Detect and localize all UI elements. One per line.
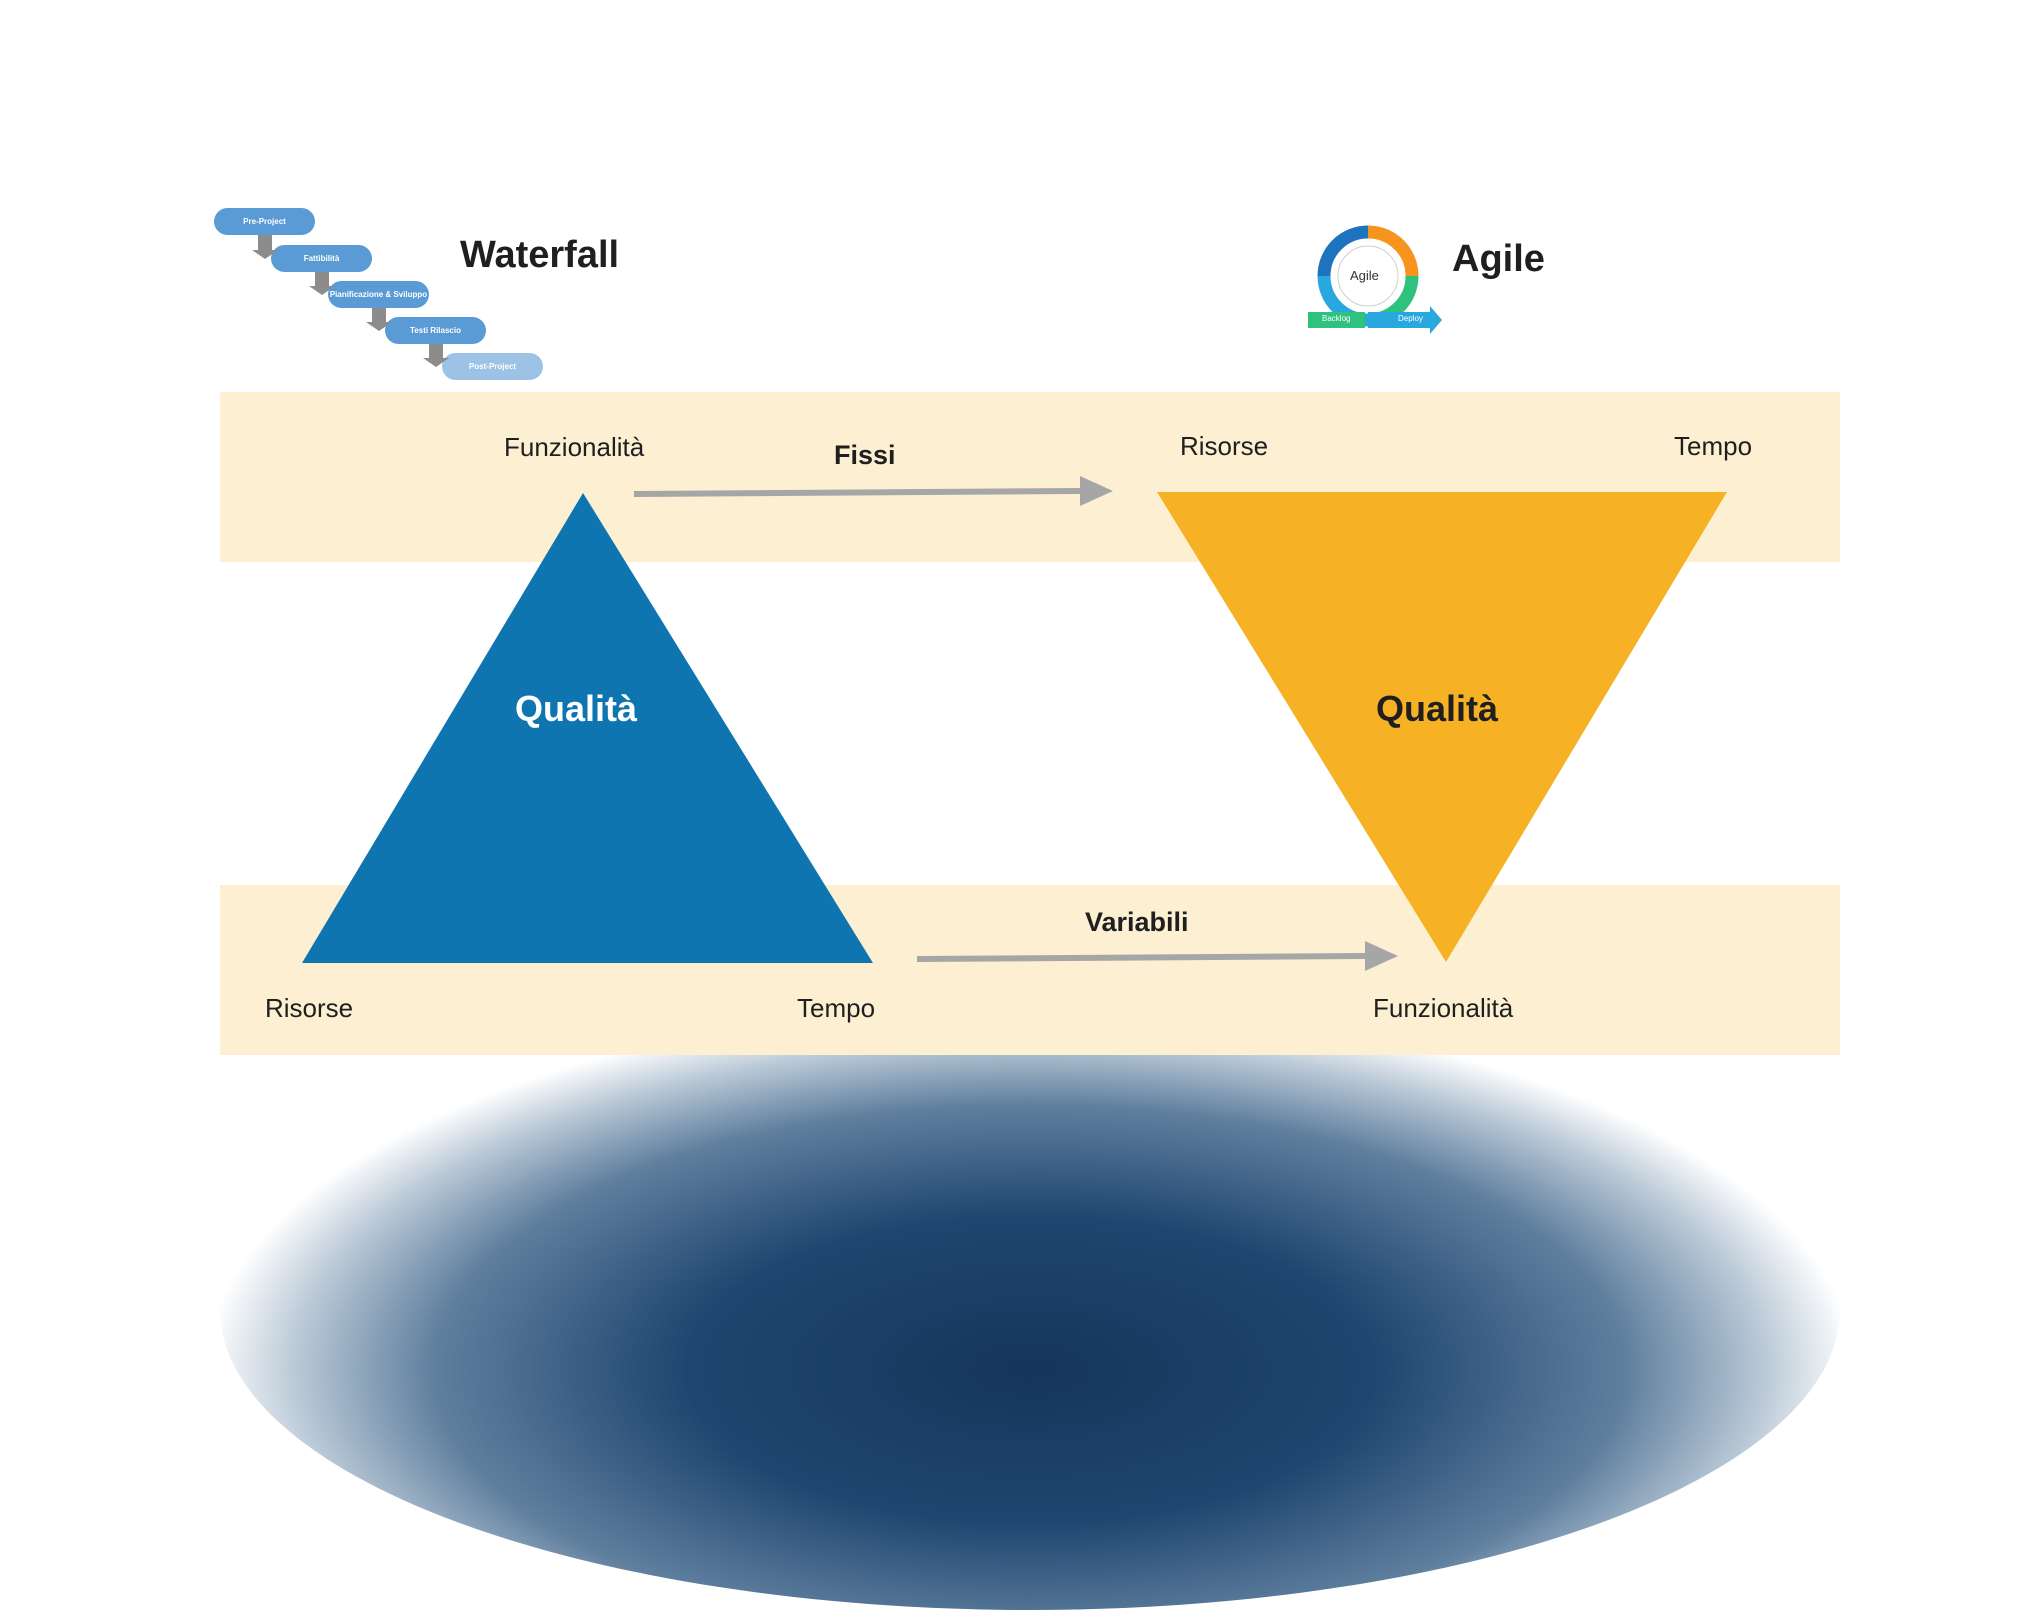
waterfall-step: Pre-Project: [214, 208, 315, 235]
waterfall-step: Pianificazione & Sviluppo: [328, 281, 429, 308]
top-right-label-tempo: Tempo: [1674, 431, 1753, 461]
waterfall-step: Testi Rilascio: [385, 317, 486, 344]
waterfall-step: Post-Project: [442, 353, 543, 380]
top-right-label-risorse: Risorse: [1180, 431, 1269, 461]
agile-cycle-center-label: Agile: [1350, 268, 1379, 283]
bottom-right-label: Funzionalità: [1373, 993, 1514, 1023]
agile-cycle-deploy-label: Deploy: [1398, 314, 1423, 323]
waterfall-triangle-label: Qualità: [515, 688, 638, 729]
variabili-label: Variabili: [1085, 907, 1189, 937]
bottom-left-label-risorse: Risorse: [265, 993, 354, 1023]
bottom-globe-glow: [220, 1010, 1840, 1610]
fissi-label: Fissi: [834, 440, 896, 470]
top-left-label: Funzionalità: [504, 432, 645, 462]
agile-triangle-label: Qualità: [1376, 688, 1499, 729]
agile-cycle-backlog-label: Backlog: [1322, 314, 1351, 323]
waterfall-title: Waterfall: [460, 234, 620, 276]
agile-title: Agile: [1452, 238, 1545, 280]
top-band: [220, 392, 1840, 562]
bottom-left-label-tempo: Tempo: [797, 993, 876, 1023]
waterfall-step: Fattibilità: [271, 245, 372, 272]
bottom-band: [220, 885, 1840, 1055]
